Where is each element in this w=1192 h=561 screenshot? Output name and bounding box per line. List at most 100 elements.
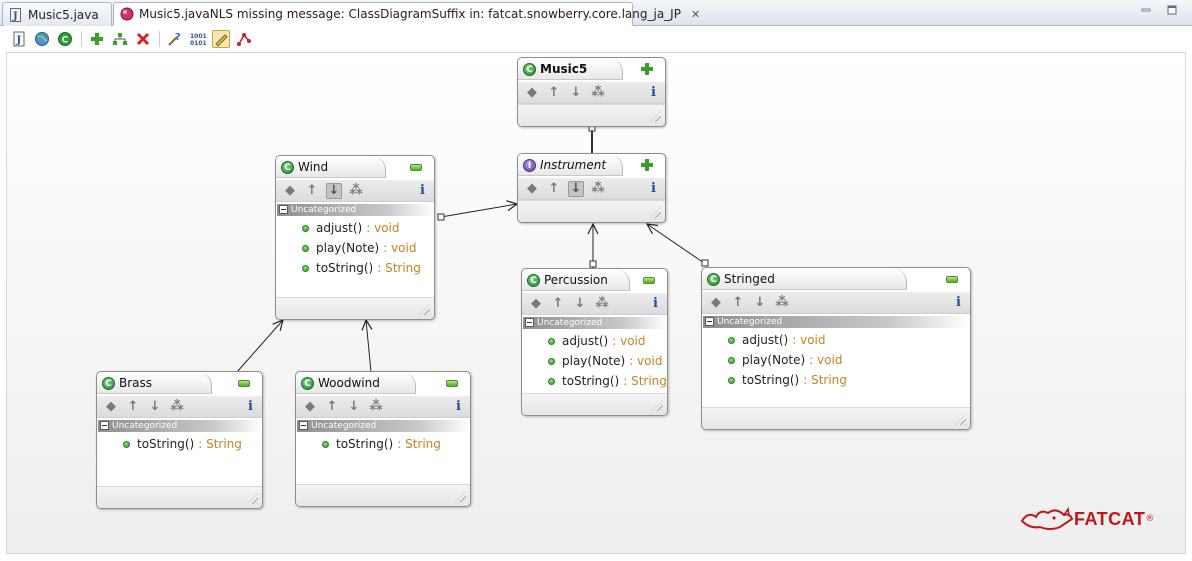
info-icon[interactable]: i <box>956 295 961 310</box>
resize-grip-icon[interactable] <box>955 414 966 425</box>
globe-icon[interactable] <box>33 30 51 48</box>
layout-graph-icon[interactable] <box>235 30 253 48</box>
category-header[interactable]: Uncategorized <box>523 317 667 329</box>
arrow-down-icon[interactable]: ↓ <box>348 399 360 414</box>
tag-icon[interactable]: ◆ <box>305 399 315 414</box>
expand-icon[interactable] <box>641 63 653 75</box>
tag-icon[interactable]: ◆ <box>531 296 541 311</box>
resize-grip-icon[interactable] <box>247 493 258 504</box>
info-icon[interactable]: i <box>651 85 656 100</box>
pencil-icon[interactable] <box>212 30 230 48</box>
arrow-down-icon[interactable]: ↓ <box>568 180 584 197</box>
method-row[interactable]: toString(): String <box>123 434 262 454</box>
arrow-up-icon[interactable]: ↑ <box>552 296 564 311</box>
class-footer <box>296 484 470 506</box>
resize-grip-icon[interactable] <box>419 304 430 315</box>
arrow-down-icon[interactable]: ↓ <box>754 295 766 310</box>
arrow-up-icon[interactable]: ↑ <box>548 181 560 196</box>
arrow-up-icon[interactable]: ↑ <box>127 399 139 414</box>
collapse-icon[interactable] <box>946 276 958 283</box>
class-box-brass[interactable]: C Brass ◆ ↑ ↓ ⁂ i Uncategorized toString… <box>96 371 263 509</box>
expand-icon[interactable] <box>641 159 653 171</box>
class-box-percussion[interactable]: C Percussion ◆ ↑ ↓ ⁂ i Uncategorized adj… <box>521 268 668 416</box>
tag-icon[interactable]: ◆ <box>527 181 537 196</box>
close-icon[interactable]: ✕ <box>690 7 701 21</box>
category-header[interactable]: Uncategorized <box>297 420 470 432</box>
help-wand-icon[interactable]: ? <box>166 30 184 48</box>
method-row[interactable]: adjust(): void <box>728 330 970 350</box>
arrow-up-icon[interactable]: ↑ <box>548 85 560 100</box>
info-icon[interactable]: i <box>456 399 461 414</box>
hierarchy-icon[interactable]: ⁂ <box>591 181 605 196</box>
hierarchy-icon[interactable]: ⁂ <box>369 399 383 414</box>
class-name: Wind <box>298 160 329 174</box>
collapse-category-icon[interactable] <box>299 421 308 430</box>
category-header[interactable]: Uncategorized <box>98 420 262 432</box>
public-method-icon <box>728 336 735 344</box>
minimize-icon[interactable] <box>1140 4 1152 16</box>
class-box-wind[interactable]: C Wind ◆ ↑ ↓ ⁂ i Uncategorized adjust():… <box>275 155 435 320</box>
method-row[interactable]: toString(): String <box>548 371 667 391</box>
category-header[interactable]: Uncategorized <box>703 316 970 328</box>
collapse-icon[interactable] <box>238 380 250 387</box>
tab-music5-java[interactable]: J Music5.java <box>2 2 112 26</box>
category-label: Uncategorized <box>311 421 377 431</box>
tag-icon[interactable]: ◆ <box>711 295 721 310</box>
public-method-icon <box>322 440 329 448</box>
resize-grip-icon[interactable] <box>650 111 661 122</box>
method-row[interactable]: play(Note): void <box>302 238 434 258</box>
collapse-icon[interactable] <box>446 380 458 387</box>
resize-grip-icon[interactable] <box>455 491 466 502</box>
maximize-icon[interactable] <box>1166 4 1178 16</box>
tag-icon[interactable]: ◆ <box>527 85 537 100</box>
category-header[interactable]: Uncategorized <box>277 204 434 216</box>
collapse-category-icon[interactable] <box>705 317 714 326</box>
arrow-down-icon[interactable]: ↓ <box>149 399 161 414</box>
collapse-icon[interactable] <box>643 277 655 284</box>
arrow-down-icon[interactable]: ↓ <box>574 296 586 311</box>
info-icon[interactable]: i <box>653 296 658 311</box>
class-box-instrument[interactable]: I Instrument ◆ ↑ ↓ ⁂ i <box>517 153 666 223</box>
tab-class-diagram[interactable]: Music5.javaNLS missing message: ClassDia… <box>113 2 700 26</box>
class-tools: ◆ ↑ ↓ ⁂ i <box>518 178 665 200</box>
hierarchy-icon[interactable] <box>111 30 129 48</box>
class-box-music5[interactable]: C Music5 ◆ ↑ ↓ ⁂ i <box>517 57 666 127</box>
info-icon[interactable]: i <box>248 399 253 414</box>
resize-grip-icon[interactable] <box>650 207 661 218</box>
arrow-up-icon[interactable]: ↑ <box>732 295 744 310</box>
collapse-category-icon[interactable] <box>279 205 288 214</box>
resize-grip-icon[interactable] <box>652 400 663 411</box>
info-icon[interactable]: i <box>651 181 656 196</box>
method-row[interactable]: toString(): String <box>302 258 434 278</box>
method-row[interactable]: toString(): String <box>728 370 970 390</box>
hierarchy-icon[interactable]: ⁂ <box>349 183 363 198</box>
method-row[interactable]: toString(): String <box>322 434 470 454</box>
arrow-up-icon[interactable]: ↑ <box>326 399 338 414</box>
collapse-category-icon[interactable] <box>525 318 534 327</box>
method-row[interactable]: play(Note): void <box>548 351 667 371</box>
method-row[interactable]: adjust(): void <box>548 331 667 351</box>
collapse-category-icon[interactable] <box>100 421 109 430</box>
arrow-down-icon[interactable]: ↓ <box>326 182 342 199</box>
add-icon[interactable] <box>88 30 106 48</box>
class-box-woodwind[interactable]: C Woodwind ◆ ↑ ↓ ⁂ i Uncategorized toStr… <box>295 371 471 507</box>
arrow-down-icon[interactable]: ↓ <box>570 85 582 100</box>
method-row[interactable]: play(Note): void <box>728 350 970 370</box>
tag-icon[interactable]: ◆ <box>106 399 116 414</box>
java-source-icon[interactable]: J <box>10 30 28 48</box>
hierarchy-icon[interactable]: ⁂ <box>595 296 609 311</box>
collapse-icon[interactable] <box>410 164 422 171</box>
tab-label: Music5.java <box>28 7 99 22</box>
method-row[interactable]: adjust(): void <box>302 218 434 238</box>
class-box-stringed[interactable]: C Stringed ◆ ↑ ↓ ⁂ i Uncategorized adjus… <box>701 267 971 430</box>
arrow-up-icon[interactable]: ↑ <box>306 183 318 198</box>
category-label: Uncategorized <box>291 205 357 215</box>
class-icon[interactable]: C <box>56 30 74 48</box>
hierarchy-icon[interactable]: ⁂ <box>775 295 789 310</box>
tag-icon[interactable]: ◆ <box>285 183 295 198</box>
delete-icon[interactable] <box>134 30 152 48</box>
hierarchy-icon[interactable]: ⁂ <box>170 399 184 414</box>
info-icon[interactable]: i <box>420 183 425 198</box>
hierarchy-icon[interactable]: ⁂ <box>591 85 605 100</box>
